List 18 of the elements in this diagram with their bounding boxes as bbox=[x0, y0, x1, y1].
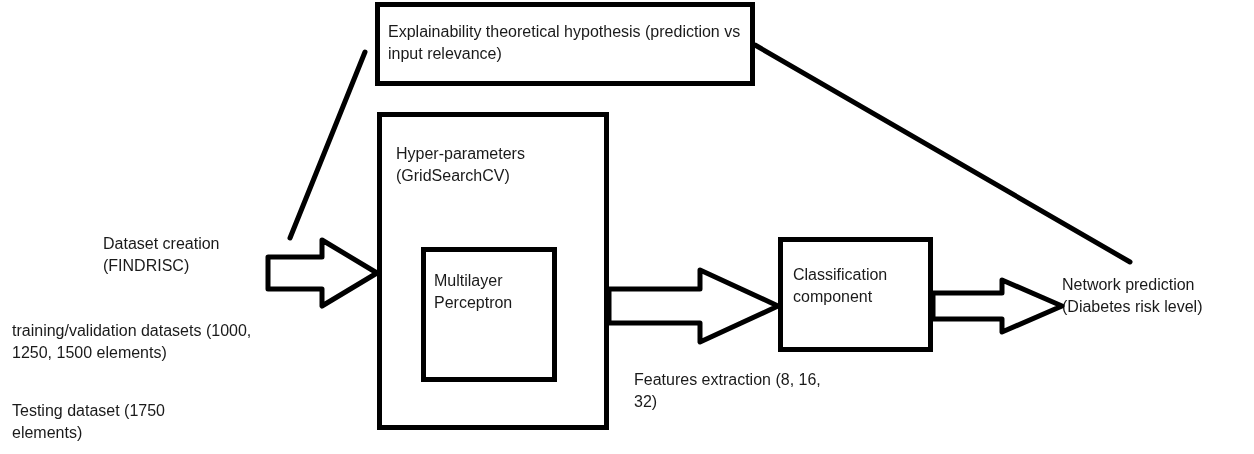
block-arrow bbox=[265, 237, 380, 309]
node-text: Network prediction (Diabetes risk level) bbox=[1062, 275, 1204, 317]
connector-line bbox=[287, 49, 368, 241]
container-box bbox=[377, 112, 609, 430]
box-title: Classification component bbox=[793, 265, 889, 307]
box-title: Hyper-parameters (GridSearchCV) bbox=[396, 144, 526, 186]
node-text: Dataset creation (FINDRISC) bbox=[103, 234, 221, 276]
connector-line bbox=[752, 42, 1133, 265]
process-box bbox=[375, 2, 755, 86]
process-box bbox=[421, 247, 557, 382]
block-arrow bbox=[930, 277, 1065, 335]
note-text: training/validation datasets (1000, 1250, 1500 elements) bbox=[12, 321, 253, 363]
note-text: Testing dataset (1750 elements) bbox=[12, 401, 166, 443]
note-text: Features extraction (8, 16, 32) bbox=[634, 370, 822, 412]
box-title: Explainability theoretical hypothesis (prediction vs input relevance) bbox=[388, 22, 742, 64]
box-title: Multilayer Perceptron bbox=[434, 271, 514, 313]
block-arrow bbox=[606, 267, 781, 345]
process-box bbox=[778, 237, 933, 352]
